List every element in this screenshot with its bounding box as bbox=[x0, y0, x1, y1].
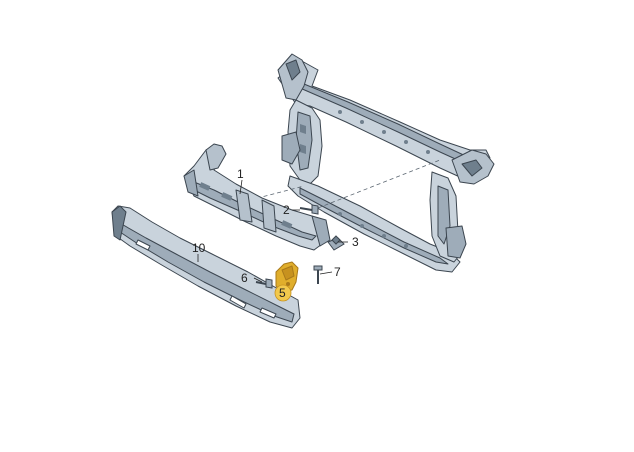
callout-10: 10 bbox=[192, 241, 206, 255]
callout-3: 3 bbox=[352, 235, 359, 249]
screw-icon bbox=[255, 278, 273, 289]
bolt-icon bbox=[299, 204, 319, 215]
callout-5-badge: 5 bbox=[274, 284, 292, 302]
callout-1: 1 bbox=[237, 167, 244, 181]
bumper-beam-part-10 bbox=[111, 205, 301, 329]
callout-7: 7 bbox=[334, 265, 341, 279]
bracket-part-5 bbox=[275, 261, 299, 293]
callout-5: 5 bbox=[279, 286, 286, 300]
front-carrier-part-1 bbox=[183, 143, 331, 251]
callout-2: 2 bbox=[283, 203, 290, 217]
callout-6: 6 bbox=[241, 271, 248, 285]
lock-carrier-frame bbox=[277, 53, 495, 273]
stud-icon bbox=[313, 265, 323, 284]
clip-nut-icon bbox=[327, 235, 345, 251]
callout-leaders bbox=[197, 179, 348, 283]
